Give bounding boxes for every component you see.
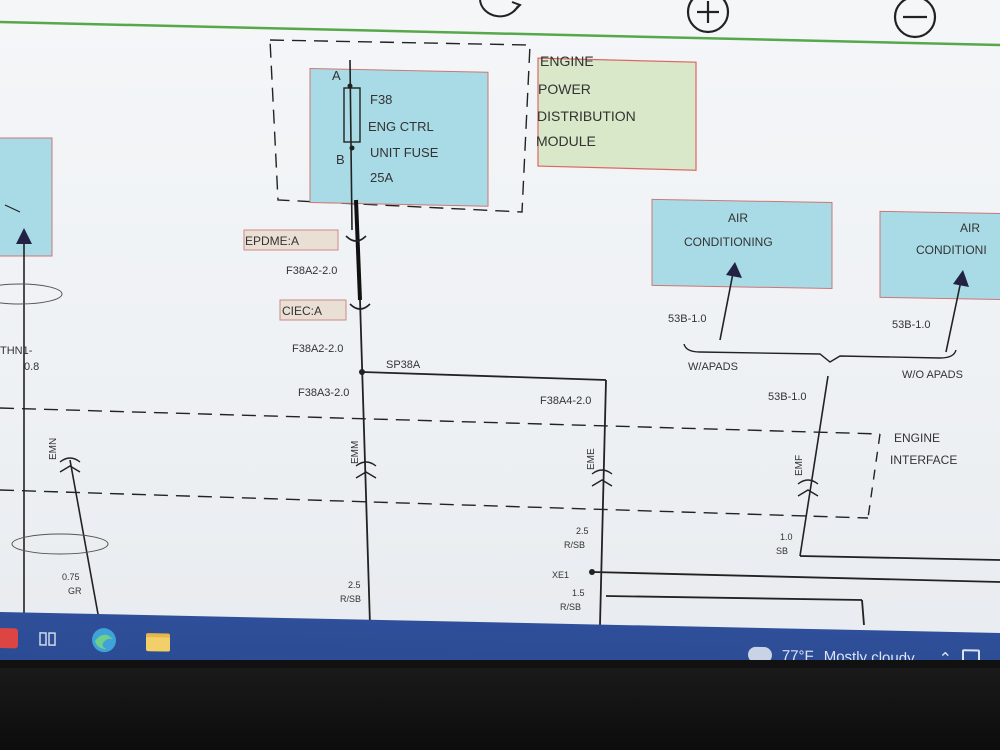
toolbar-divider: [0, 20, 1000, 47]
main-color: R/SB: [340, 594, 361, 604]
left-color: GR: [68, 586, 82, 596]
option-bracket: [683, 343, 957, 363]
fuse-id: F38: [370, 92, 392, 107]
ac-left-wire: 53B-1.0: [668, 313, 707, 325]
splice2-color: R/SB: [560, 602, 581, 612]
option-without-apads: W/O APADS: [902, 369, 963, 381]
screen: THN1- 0.8 ENGINE POWER DISTRIBUTION MODU…: [0, 0, 1000, 660]
module-label-line1: ENGINE: [540, 53, 594, 69]
fuse-box: [309, 67, 489, 207]
wire-label-4: F38A4-2.0: [540, 395, 591, 407]
fuse-pin-b: B: [336, 152, 345, 167]
arrow-icon: [953, 270, 969, 287]
laptop-bezel: [0, 668, 1000, 750]
edge-browser-icon[interactable]: [86, 622, 122, 659]
connector-emf: EMF: [794, 455, 805, 476]
epdm-boundary: [269, 39, 531, 213]
connector-ciec-box: [279, 299, 347, 321]
fuse-pin-a: A: [332, 68, 341, 83]
cloud-icon[interactable]: [747, 646, 772, 660]
ac-box-left: [651, 198, 833, 290]
chevron-up-icon[interactable]: ⌃: [938, 650, 952, 660]
wire-label-2: F38A2-2.0: [292, 343, 343, 355]
fuse-name-line2: UNIT FUSE: [370, 145, 439, 160]
ac-box-right: [879, 210, 1000, 301]
main-gauge: 2.5: [348, 580, 361, 590]
mid-color: R/SB: [564, 540, 585, 550]
fuse-rating: 25A: [370, 170, 393, 185]
ac-right-wire: 53B-1.0: [892, 319, 931, 331]
ac-left-line2: CONDITIONING: [684, 235, 773, 249]
splice-label: SP38A: [386, 359, 421, 371]
file-explorer-icon[interactable]: [140, 623, 176, 660]
ac-right-line2: CONDITIONI: [916, 243, 987, 257]
zoom-in-icon[interactable]: [686, 0, 730, 34]
wiring-diagram: THN1- 0.8 ENGINE POWER DISTRIBUTION MODU…: [0, 0, 1000, 625]
interface-line1: ENGINE: [894, 431, 940, 445]
mid-gauge: 2.5: [576, 526, 589, 536]
module-label-line4: MODULE: [536, 133, 596, 149]
start-menu-icon[interactable]: [0, 620, 26, 657]
network-icon[interactable]: [962, 649, 980, 660]
connector-ciec: CIEC:A: [282, 304, 322, 318]
option-with-apads: W/APADS: [688, 361, 738, 373]
weather-temp[interactable]: 77°F: [781, 646, 814, 660]
fuse-name-line1: ENG CTRL: [368, 119, 434, 134]
rotate-icon[interactable]: [479, 0, 522, 18]
taskbar: 77°F Mostly cloudy ⌃: [0, 612, 1000, 660]
center-wire-label: 53B-1.0: [768, 391, 807, 403]
connector-emn: EMN: [48, 438, 59, 460]
left-wire-label: THN1-: [0, 345, 33, 357]
connector-epdme-box: [243, 229, 339, 251]
weather-desc[interactable]: Mostly cloudy: [823, 647, 915, 660]
splice2-gauge: 1.5: [572, 588, 585, 598]
fuse-symbol: [343, 87, 361, 143]
wire-label-3: F38A3-2.0: [298, 387, 349, 399]
left-wire-size: 0.8: [24, 361, 39, 373]
system-tray: 77°F Mostly cloudy ⌃: [747, 640, 980, 660]
connector-eme: EME: [586, 448, 597, 470]
ac-left-line1: AIR: [728, 211, 748, 225]
connector-emm: EMM: [350, 441, 361, 464]
ac-right-line1: AIR: [960, 221, 980, 235]
task-view-icon[interactable]: [30, 621, 66, 658]
interface-line2: INTERFACE: [890, 453, 957, 467]
module-label-line2: POWER: [538, 81, 591, 97]
right-gauge: 1.0: [780, 532, 793, 542]
right-color: SB: [776, 546, 788, 556]
arrow-icon: [16, 228, 32, 244]
left-gauge: 0.75: [62, 572, 80, 582]
zoom-out-icon[interactable]: [893, 0, 937, 39]
module-label-line3: DISTRIBUTION: [537, 108, 636, 124]
module-label-box: [537, 57, 697, 171]
splice2-label: XE1: [552, 570, 569, 580]
connector-epdme: EPDME:A: [245, 234, 299, 248]
arrow-icon: [726, 262, 742, 278]
wire-label-1: F38A2-2.0: [286, 265, 337, 277]
